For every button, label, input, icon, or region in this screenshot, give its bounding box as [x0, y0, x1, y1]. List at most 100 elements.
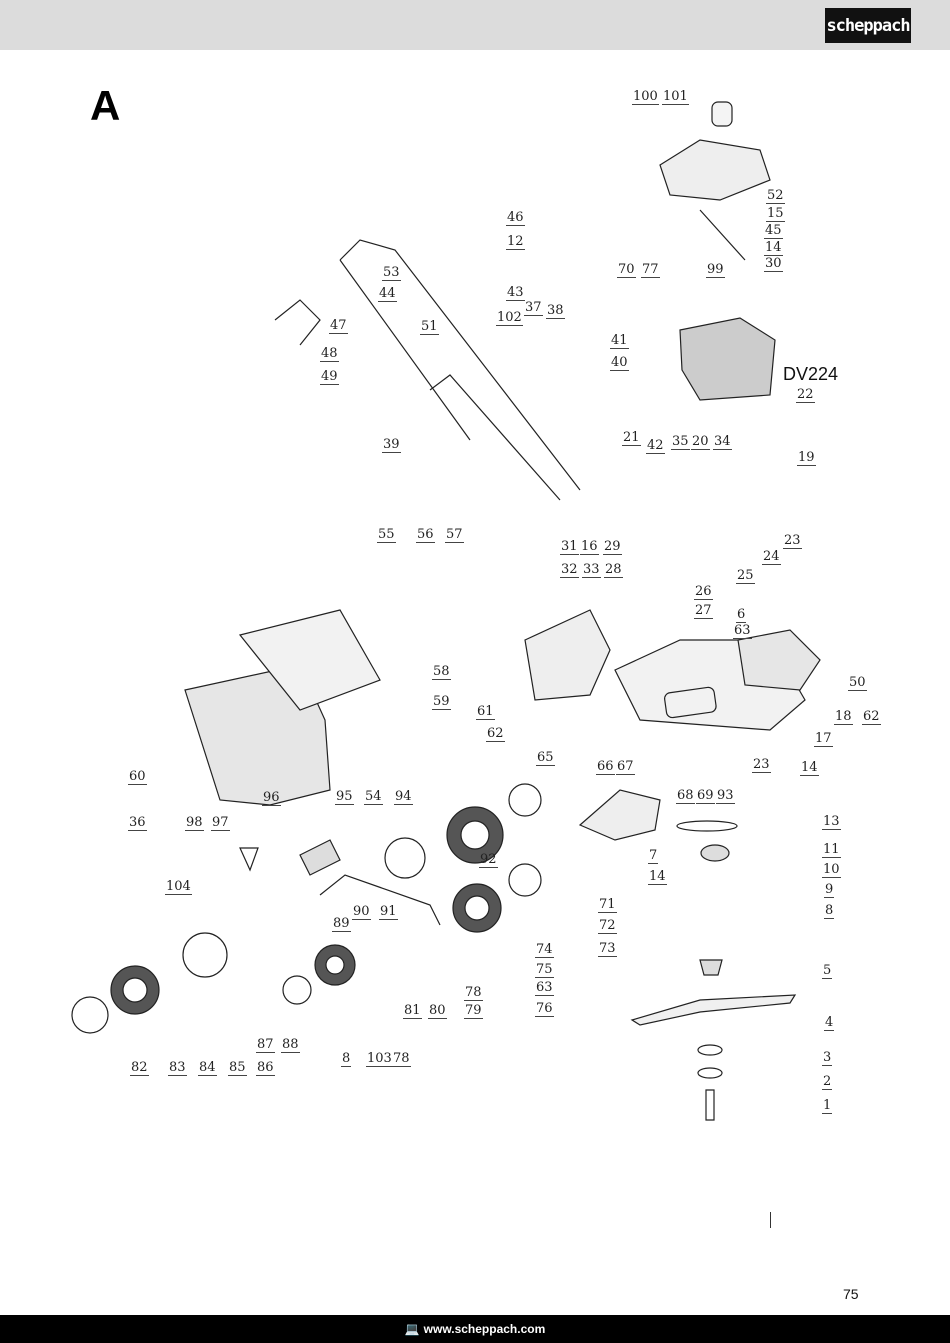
part-label-86: 86 — [256, 1060, 275, 1076]
part-label-70: 70 — [617, 262, 636, 278]
front-wheel-mid-hub — [325, 955, 345, 975]
part-label-78: 78 — [464, 985, 483, 1001]
lower-handle — [429, 374, 561, 501]
part-label-78: 78 — [392, 1051, 411, 1067]
upper-handle-side — [339, 259, 471, 441]
part-label-5: 5 — [822, 963, 833, 979]
deck-window — [664, 686, 717, 719]
washer-2 — [697, 1067, 723, 1079]
gearbox — [299, 839, 341, 876]
engine-model-label: DV224 — [783, 364, 839, 384]
section-letter: A — [90, 82, 121, 129]
part-label-27: 27 — [694, 603, 713, 619]
part-label-39: 39 — [382, 437, 401, 453]
part-label-59: 59 — [432, 694, 451, 710]
dipstick — [699, 209, 746, 261]
upper-handle — [339, 239, 581, 491]
part-label-18: 18 — [834, 709, 853, 725]
wheel-cap-right-1 — [508, 783, 542, 817]
part-label-46: 46 — [506, 210, 525, 226]
part-label-37: 37 — [524, 300, 543, 316]
part-label-21: 21 — [622, 430, 641, 446]
part-label-77: 77 — [641, 262, 660, 278]
part-label-42: 42 — [646, 438, 665, 454]
part-label-47: 47 — [329, 318, 348, 334]
front-axle — [319, 874, 441, 926]
part-label-68: 68 — [676, 788, 695, 804]
part-label-71: 71 — [598, 897, 617, 913]
wheel-cap-left — [71, 996, 109, 1034]
part-label-79: 79 — [464, 1003, 483, 1019]
pulley — [700, 844, 730, 862]
part-label-9: 9 — [824, 882, 835, 898]
part-label-84: 84 — [198, 1060, 217, 1076]
part-label-63: 63 — [733, 623, 752, 639]
part-label-50: 50 — [848, 675, 867, 691]
part-label-60: 60 — [128, 769, 147, 785]
part-label-99: 99 — [706, 262, 725, 278]
front-cover — [737, 629, 821, 691]
part-label-89: 89 — [332, 916, 351, 932]
part-label-90: 90 — [352, 904, 371, 920]
part-label-72: 72 — [598, 918, 617, 934]
part-label-44: 44 — [378, 286, 397, 302]
oil-funnel — [239, 847, 259, 872]
rear-wheel-right-2-hub — [464, 895, 490, 921]
part-label-48: 48 — [320, 346, 339, 362]
part-label-22: 22 — [796, 387, 815, 403]
wheel-cap-right-2 — [508, 863, 542, 897]
part-label-38: 38 — [546, 303, 565, 319]
cable-guide — [274, 299, 321, 346]
part-label-19: 19 — [797, 450, 816, 466]
part-label-76: 76 — [535, 1001, 554, 1017]
drive-belt — [676, 820, 738, 832]
part-label-34: 34 — [713, 434, 732, 450]
part-label-43: 43 — [506, 285, 525, 301]
part-label-3: 3 — [822, 1050, 833, 1066]
part-label-40: 40 — [610, 355, 629, 371]
divider — [770, 1212, 771, 1228]
part-label-62: 62 — [486, 726, 505, 742]
part-label-15: 15 — [766, 206, 785, 222]
part-label-65: 65 — [536, 750, 555, 766]
part-label-23: 23 — [752, 757, 771, 773]
part-label-98: 98 — [185, 815, 204, 831]
mulch-plug — [578, 789, 661, 841]
part-label-87: 87 — [256, 1037, 275, 1053]
part-label-97: 97 — [211, 815, 230, 831]
part-label-88: 88 — [281, 1037, 300, 1053]
part-label-16: 16 — [580, 539, 599, 555]
part-label-83: 83 — [168, 1060, 187, 1076]
part-label-6: 6 — [736, 607, 747, 623]
part-label-35: 35 — [671, 434, 690, 450]
part-label-12: 12 — [506, 234, 525, 250]
part-label-101: 101 — [662, 89, 689, 105]
engine-cover — [659, 139, 771, 201]
grass-bag-frame — [238, 609, 381, 711]
computer-icon: 💻 — [404, 1322, 420, 1336]
part-label-81: 81 — [403, 1003, 422, 1019]
part-label-75: 75 — [535, 962, 554, 978]
footer-bar: 💻 www.scheppach.com — [0, 1315, 950, 1343]
gear-disc-2 — [384, 837, 426, 879]
part-label-73: 73 — [598, 941, 617, 957]
part-label-7: 7 — [648, 848, 659, 864]
scheppach-logo: scheppach — [825, 8, 911, 43]
part-label-26: 26 — [694, 584, 713, 600]
part-label-13: 13 — [822, 814, 841, 830]
part-label-66: 66 — [596, 759, 615, 775]
part-label-14: 14 — [648, 869, 667, 885]
part-label-82: 82 — [130, 1060, 149, 1076]
part-label-30: 30 — [764, 256, 783, 272]
part-label-74: 74 — [535, 942, 554, 958]
part-label-96: 96 — [262, 790, 281, 806]
engine — [679, 317, 776, 401]
rear-wheel-right-1-hub — [460, 820, 490, 850]
part-label-100: 100 — [632, 89, 659, 105]
part-label-94: 94 — [394, 789, 413, 805]
part-label-25: 25 — [736, 568, 755, 584]
part-label-63: 63 — [535, 980, 554, 996]
part-label-14: 14 — [764, 240, 783, 256]
website-link[interactable]: www.scheppach.com — [423, 1322, 546, 1336]
